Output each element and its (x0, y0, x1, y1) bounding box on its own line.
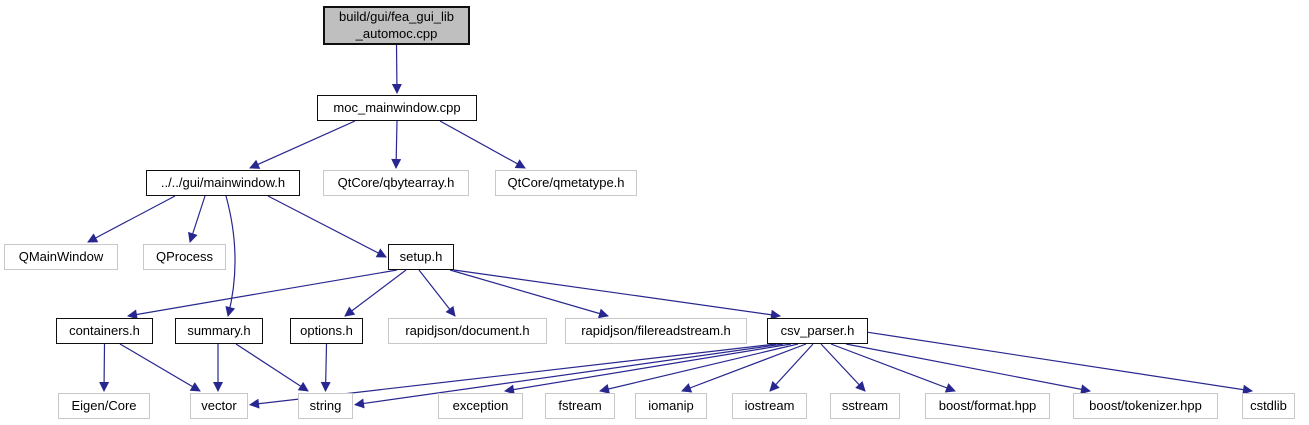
edge-automoc-moc (391, 44, 402, 94)
node-boost_format: boost/format.hpp (925, 393, 1050, 419)
edge-csv-exception (504, 343, 792, 395)
node-sstream: sstream (830, 393, 900, 419)
edge-mainwindow-summary (225, 195, 236, 317)
node-vector: vector (190, 393, 248, 419)
edge-options-string (320, 343, 331, 392)
edge-setup-csv (453, 269, 781, 320)
node-options[interactable]: options.h (290, 318, 363, 344)
edge-csv-fstream (599, 343, 799, 394)
edge-csv-iostream (769, 343, 814, 392)
edge-containers-eigen (99, 343, 110, 392)
node-exception: exception (438, 393, 523, 419)
node-iostream: iostream (732, 393, 807, 419)
edge-csv-iomanip (681, 343, 807, 393)
node-string: string (298, 393, 353, 419)
node-summary[interactable]: summary.h (175, 318, 263, 344)
node-automoc: build/gui/fea_gui_lib _automoc.cpp (323, 6, 470, 45)
node-qbytearray: QtCore/qbytearray.h (323, 170, 469, 196)
node-cstdlib: cstdlib (1242, 393, 1295, 419)
edge-containers-vector (119, 343, 201, 392)
node-iomanip: iomanip (635, 393, 707, 419)
node-setup[interactable]: setup.h (388, 244, 454, 270)
edge-moc-qbytearray (391, 120, 402, 169)
node-containers[interactable]: containers.h (56, 318, 153, 344)
edge-moc-mainwindow (249, 120, 356, 169)
edge-mainwindow-qprocess (188, 195, 206, 243)
node-qmainwindow: QMainWindow (4, 244, 118, 270)
edge-mainwindow-qmainwindow (87, 195, 176, 243)
edge-setup-options (344, 269, 407, 317)
node-mainwindow[interactable]: ../../gui/mainwindow.h (146, 170, 300, 196)
node-eigen: Eigen/Core (58, 393, 150, 419)
edge-summary-string (235, 343, 309, 392)
edge-mainwindow-setup (267, 195, 387, 258)
node-csv[interactable]: csv_parser.h (767, 318, 868, 344)
node-qmetatype: QtCore/qmetatype.h (495, 170, 637, 196)
node-qprocess: QProcess (143, 244, 226, 270)
edge-setup-rapidjson_frs (449, 269, 609, 319)
edge-csv-boost_tokenizer (845, 343, 1091, 395)
node-rapidjson_doc: rapidjson/document.h (388, 318, 547, 344)
edge-setup-rapidjson_doc (418, 269, 456, 317)
edge-csv-boost_format (830, 343, 956, 393)
node-rapidjson_frs: rapidjson/filereadstream.h (565, 318, 747, 344)
edge-csv-sstream (820, 343, 866, 392)
node-moc[interactable]: moc_mainwindow.cpp (317, 95, 477, 121)
edge-setup-containers (127, 269, 398, 320)
edge-csv-cstdlib (867, 331, 1253, 395)
node-boost_tokenizer: boost/tokenizer.hpp (1073, 393, 1218, 419)
node-fstream: fstream (545, 393, 615, 419)
edge-moc-qmetatype (439, 120, 526, 169)
